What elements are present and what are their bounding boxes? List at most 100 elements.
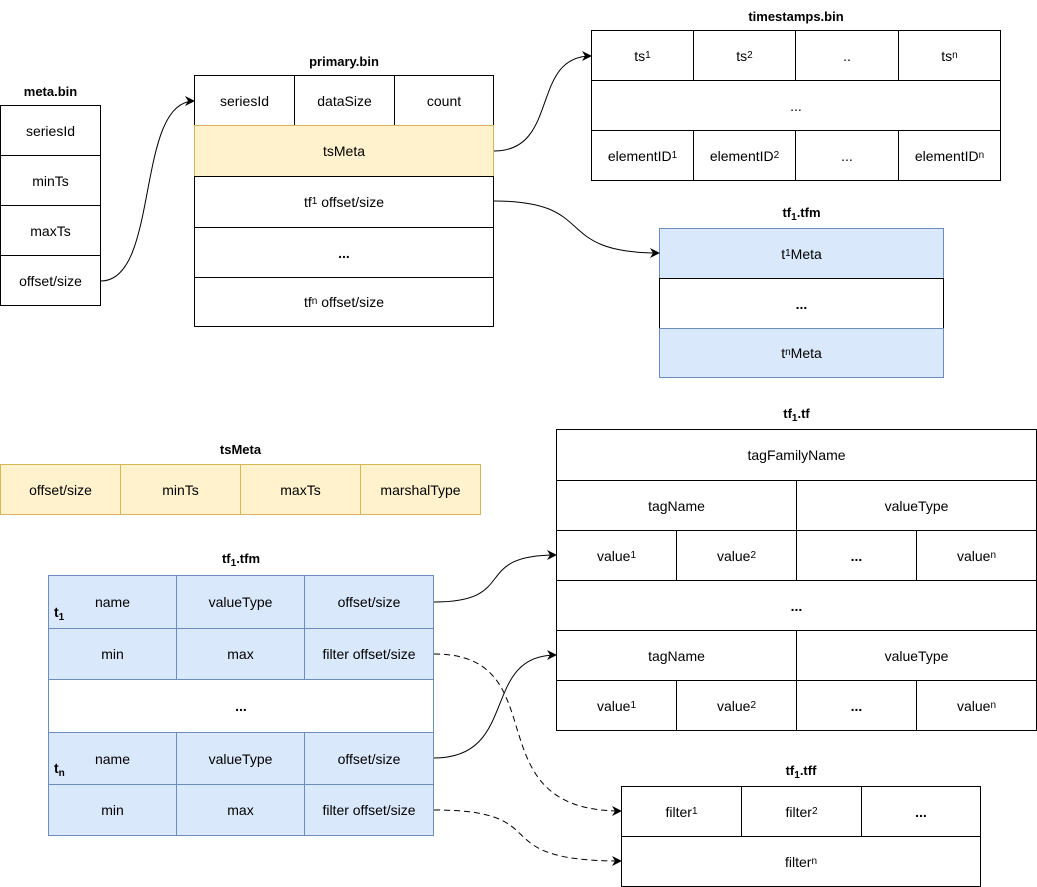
tfm-bottom-title-sub: 1 [230, 558, 237, 569]
tn-valuetype-cell: valueType [176, 732, 305, 785]
tn-filter-offset-cell: filter offset/size [304, 784, 434, 836]
meta-mints-cell: minTs [0, 155, 101, 206]
tfm-top-title-base: tf [782, 205, 792, 220]
primary-ellipsis-cell: ... [194, 227, 494, 278]
tf-tagname-cell-2: tagName [556, 630, 797, 681]
tf-value-ellipsis-base-2: ... [850, 697, 863, 714]
tfm-bottom-title: tf1.tfm [48, 551, 434, 569]
t1meta-base: t [781, 245, 786, 262]
elementid1-base: elementID [607, 147, 672, 164]
tf-title-sub: 1 [791, 413, 798, 424]
tf-value2-base-2: value [716, 697, 751, 714]
tsmeta-to-timestamps-arrow [493, 51, 592, 152]
primary-datasize-cell: dataSize [294, 75, 395, 126]
primary-count-cell: count [394, 75, 494, 126]
t1-filter-offset-cell: filter offset/size [304, 628, 434, 680]
t1-max-cell: max [176, 628, 305, 680]
tf-value1-base-1: value [596, 547, 631, 564]
tn-label-sub: n [58, 768, 65, 779]
tf-value-ellipsis-base-1: ... [850, 547, 863, 564]
tsmeta-mints-cell: minTs [120, 464, 241, 515]
tn-offset-cell: offset/size [304, 732, 434, 785]
timestamps-middle-cell: ... [591, 80, 1001, 131]
tfm-top-title-suffix: .tfm [796, 205, 821, 220]
primary-tsmeta-cell: tsMeta [194, 125, 494, 177]
ts-ellipsis-base: .. [843, 47, 851, 64]
tfm-bottom-title-suffix: .tfm [236, 551, 261, 566]
tff-filter2-base: filter [785, 803, 812, 820]
tf-title: tf1.tf [556, 406, 1037, 424]
ts1-base: ts [634, 47, 646, 64]
primary-tfn-prefix: tf [303, 294, 312, 310]
elementid-ellipsis-cell: ... [795, 130, 899, 181]
tff-title-sub: 1 [794, 770, 800, 781]
tf-valuen-base-1: value [956, 547, 991, 564]
t1-to-tf-arrow [433, 550, 557, 603]
tf-title-base: tf [783, 406, 792, 421]
tn-to-tf-arrow [433, 650, 557, 759]
tsmeta-table-title: tsMeta [219, 442, 262, 457]
primary-tf1-suffix: offset/size [317, 194, 384, 210]
tn-max-cell: max [176, 784, 305, 836]
tf-value-ellipsis-cell-2: ... [796, 680, 917, 731]
tf-value-ellipsis-cell-1: ... [796, 530, 917, 581]
tf-valuetype-cell-2: valueType [796, 630, 1037, 681]
timestamps-bin-title: timestamps.bin [748, 9, 844, 24]
tff-filtern-base: filter [784, 853, 812, 870]
tsmeta-offset-cell: offset/size [0, 464, 121, 515]
primary-seriesid-cell: seriesId [194, 75, 295, 126]
tf1-to-tfm-arrow [493, 200, 660, 258]
tf-value1-base-2: value [596, 697, 631, 714]
meta-bin-title: meta.bin [23, 84, 78, 99]
t1meta-suffix: Meta [790, 245, 822, 262]
tf-middle-ellipsis-cell: ... [556, 580, 1037, 631]
t1-label-sub: 1 [58, 612, 65, 623]
tn-label-base: t [54, 760, 59, 776]
tff-ellipsis-cell: ... [861, 786, 981, 837]
meta-seriesid-cell: seriesId [0, 105, 101, 156]
t1-valuetype-cell: valueType [176, 575, 305, 629]
tfm-top-title: tf1.tfm [659, 205, 944, 223]
tn-name-cell: name [48, 732, 177, 785]
tsn-base: ts [941, 47, 953, 64]
tf-valuen-base-2: value [956, 697, 991, 714]
tfm-bottom-ellipsis-cell: ... [48, 679, 434, 733]
tff-title-base: tf [785, 763, 795, 778]
tf-title-suffix: .tf [797, 406, 810, 421]
elementid2-base: elementID [709, 147, 774, 164]
meta-to-primary-arrow [100, 96, 195, 282]
tsmeta-marshaltype-cell: marshalType [360, 464, 481, 515]
tfm-top-title-sub: 1 [791, 212, 797, 223]
tf-family-cell: tagFamilyName [556, 429, 1037, 481]
t1-label-base: t [54, 604, 59, 620]
elementidn-base: elementID [914, 147, 979, 164]
tff-title: tf1.tff [621, 763, 981, 781]
primary-bin-title: primary.bin [309, 54, 379, 69]
t1-offset-cell: offset/size [304, 575, 434, 629]
meta-offset-size-cell: offset/size [0, 255, 101, 306]
tf-valuetype-cell-1: valueType [796, 480, 1037, 531]
tff-filter1-base: filter [665, 803, 692, 820]
t1-name-cell: name [48, 575, 177, 629]
tnmeta-suffix: Meta [790, 345, 822, 361]
tff-ellipsis-base: ... [915, 803, 927, 820]
tf-value2-base-1: value [716, 547, 751, 564]
tsmeta-maxts-cell: maxTs [240, 464, 361, 515]
